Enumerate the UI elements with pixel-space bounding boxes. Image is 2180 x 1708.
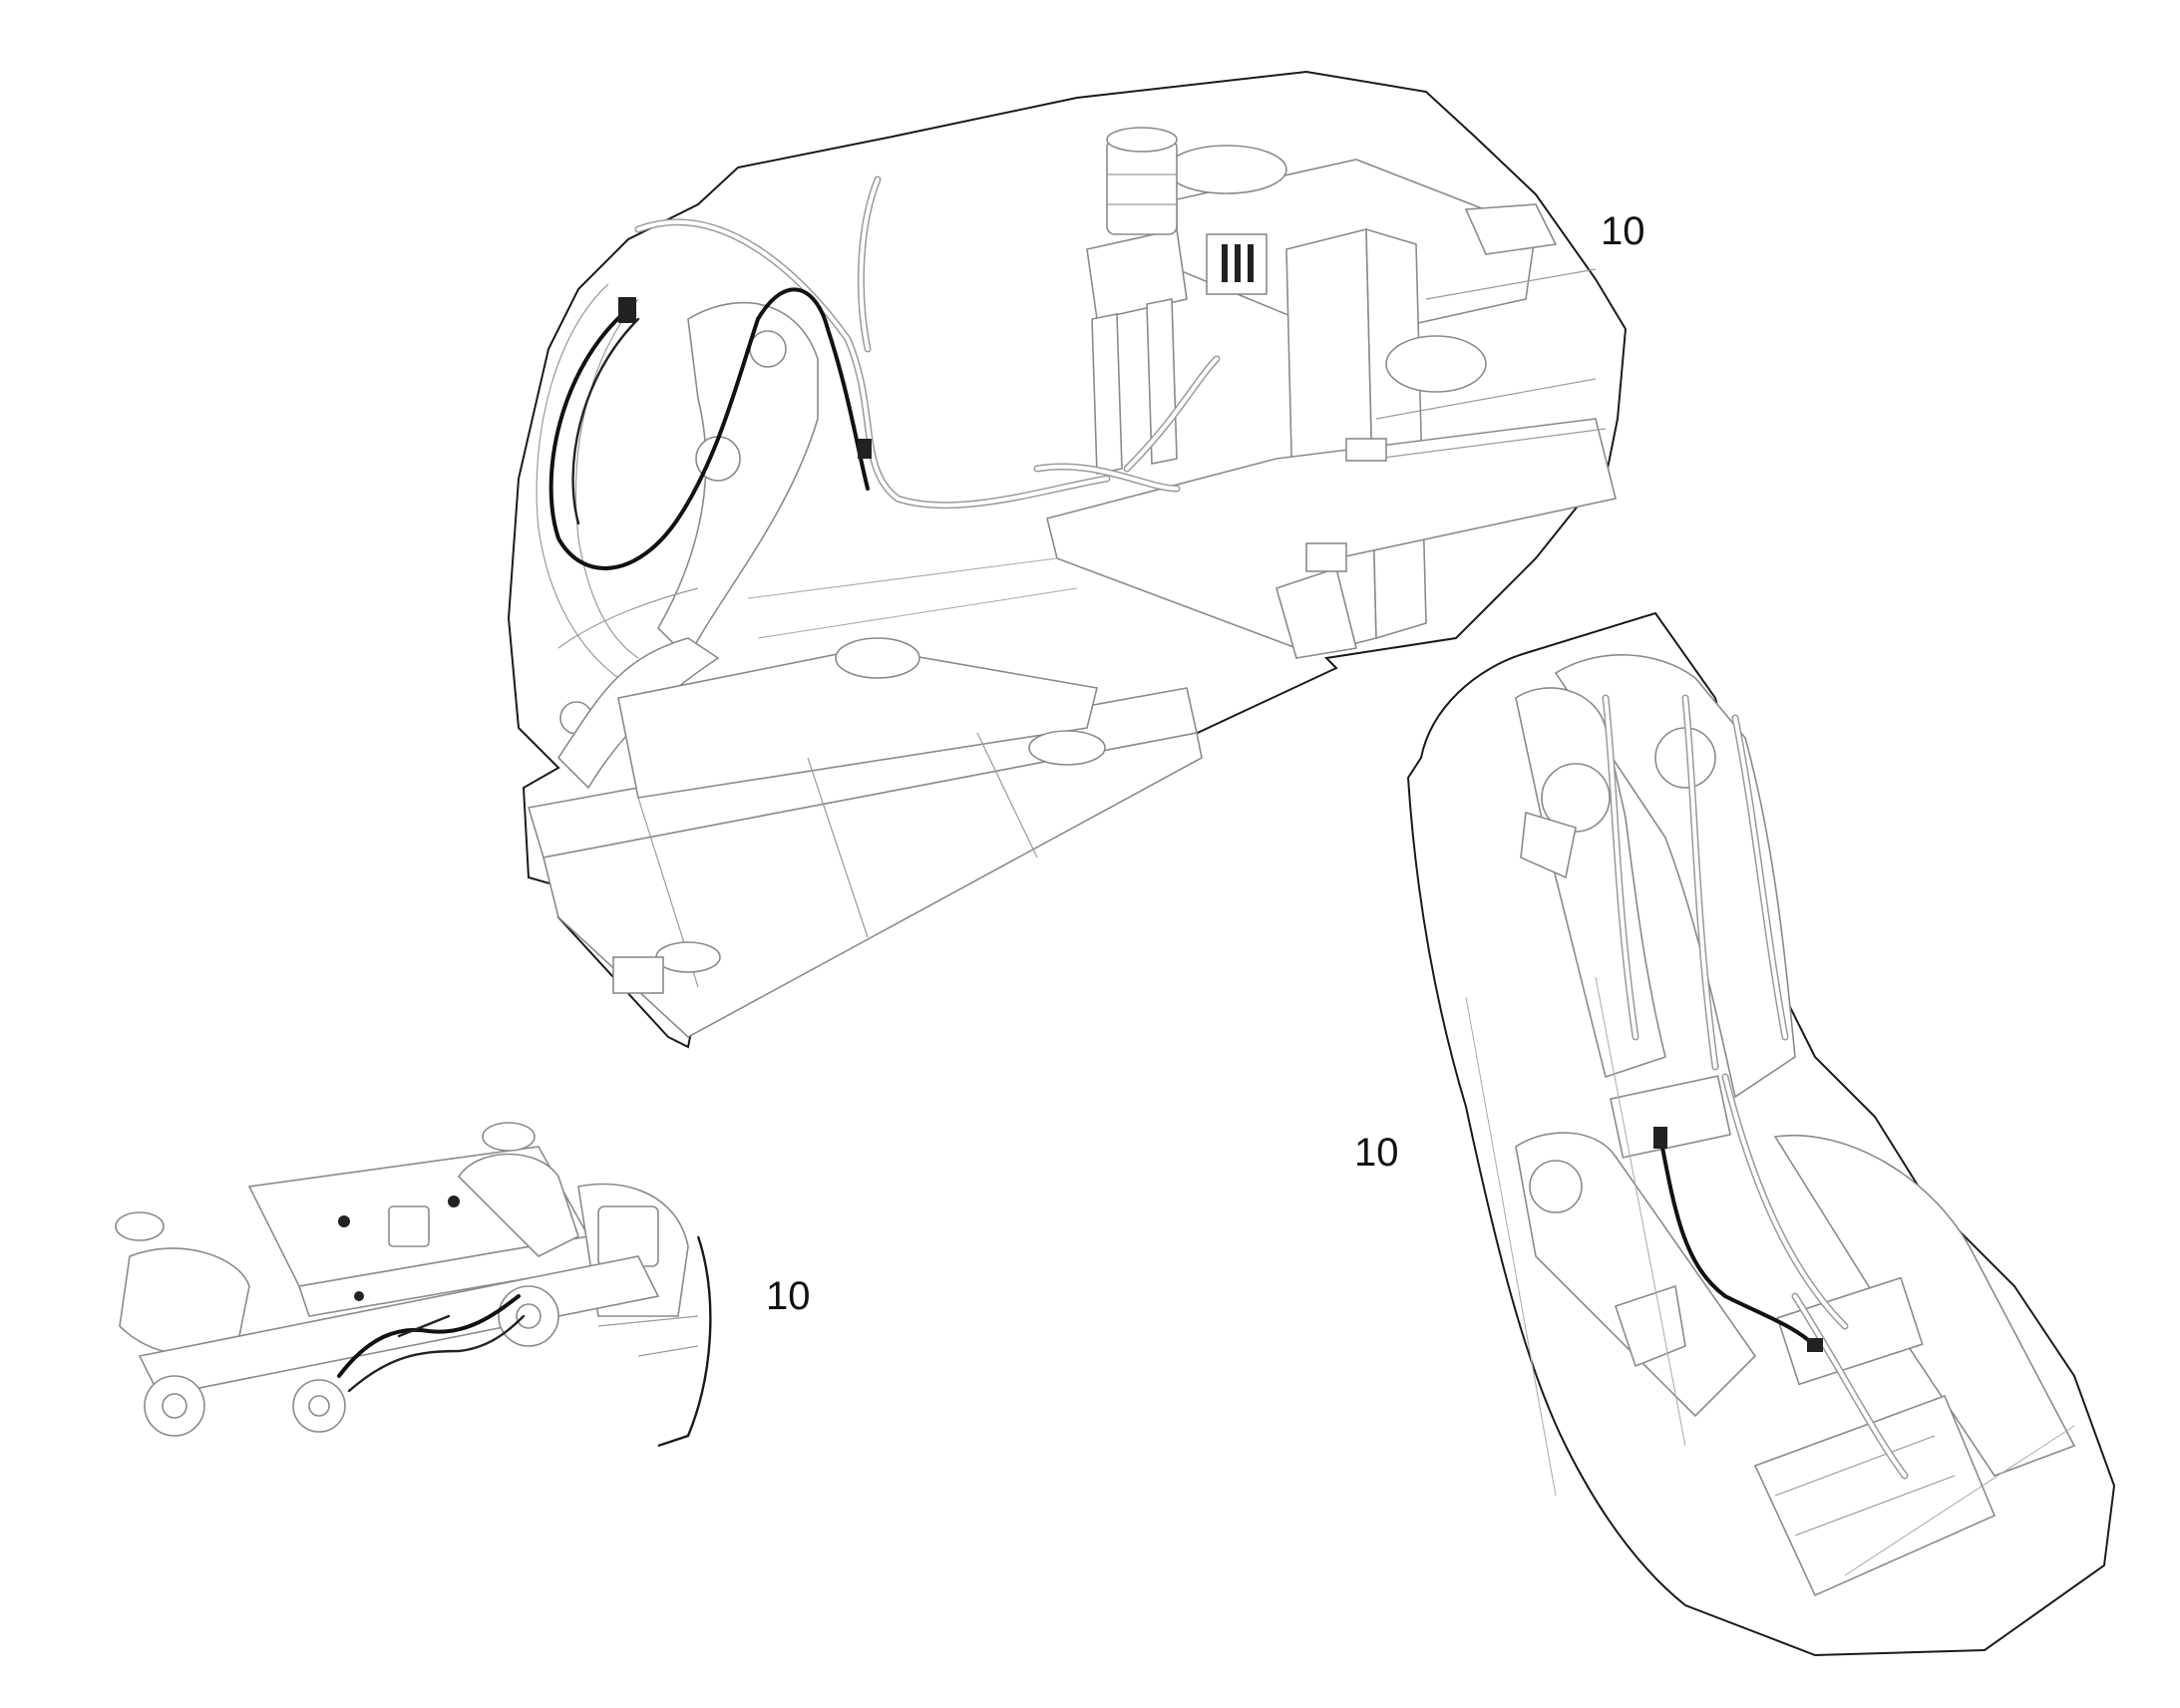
boom-highlighted-cable: [1653, 1127, 1823, 1352]
callout-label-boom: 10: [1354, 1131, 1399, 1175]
callout-label-upper: 10: [1601, 209, 1645, 253]
upper-highlighted-cable: [548, 287, 872, 570]
callout-label-tilt-bracket: 10: [766, 1274, 811, 1318]
tilt-bracket-view: [115, 1122, 712, 1448]
boom-view-boundary: [1406, 611, 2116, 1657]
upper-frame-view: [507, 70, 1628, 1049]
left-frame-arch: [536, 283, 619, 679]
boom-arm: [1465, 654, 2076, 1597]
front-frame-rail: [527, 557, 1203, 1038]
tilt-bracket-cable: [337, 1294, 526, 1393]
frame-rear-box: [1046, 145, 1617, 660]
boom-harness-bundle: [1602, 694, 1909, 1480]
upper-harness-bundle: [634, 175, 1221, 510]
boom-view: [1406, 611, 2116, 1657]
